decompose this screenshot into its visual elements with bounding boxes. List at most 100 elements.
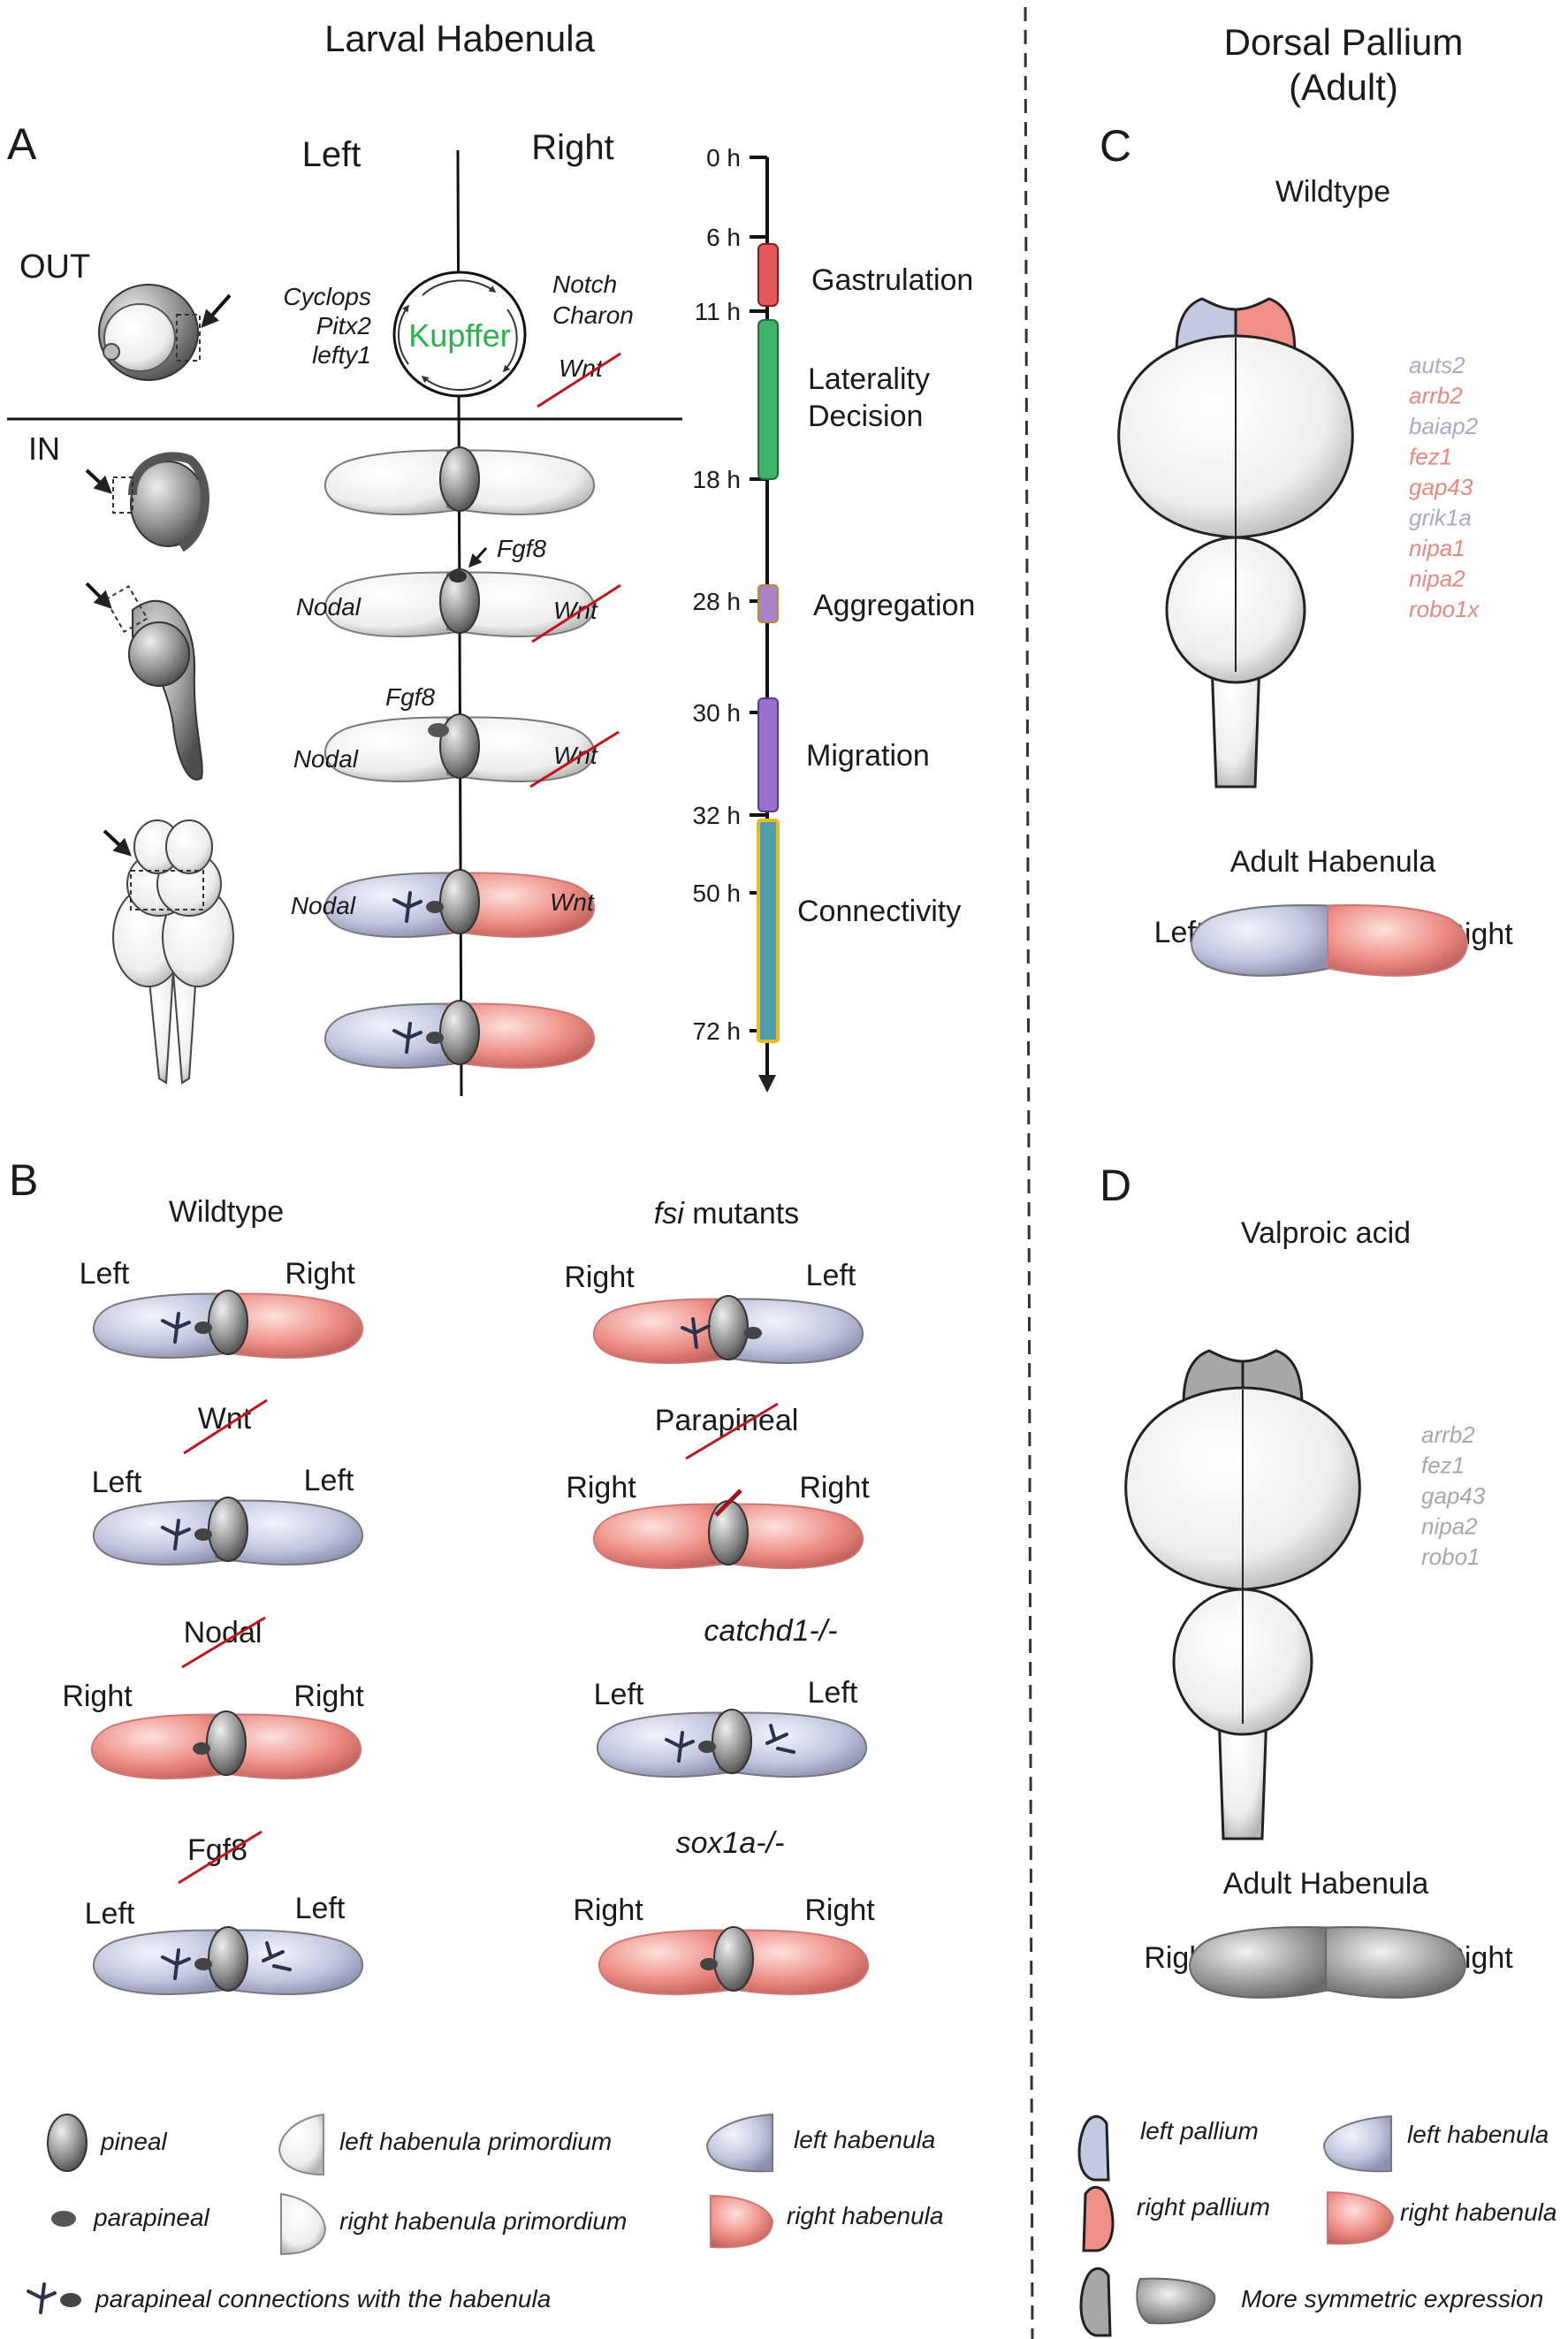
b-fgf8-left-1: Left — [85, 1897, 135, 1931]
legend-symmetric-habenula-icon — [1136, 2277, 1216, 2325]
legend-right-habenula: right habenula — [787, 2202, 943, 2229]
timeline-hour-label: 28 h — [693, 588, 742, 615]
b-parapineal-strike — [685, 1402, 779, 1460]
laterality-bar — [757, 319, 779, 480]
col-right-label: Right — [531, 128, 613, 167]
strike-mark — [537, 352, 621, 408]
c-gene-label: nipa1 — [1409, 535, 1465, 561]
nodal-label-50h: Nodal — [291, 892, 356, 919]
b-sox1a-right-1: Right — [573, 1893, 643, 1927]
fgf8-label-28h: Fgf8 — [497, 535, 546, 562]
legend-left-habenula-2-icon — [1322, 2114, 1392, 2173]
wnt-struck-30h: Wnt — [553, 742, 598, 769]
embryo-28h-icon — [85, 582, 203, 781]
b-fgf8-habenula — [92, 1926, 364, 1995]
dorsal-header-line1: Dorsal Pallium — [1224, 21, 1464, 63]
stage-18h-habenula — [323, 446, 596, 515]
laterality-label-2: Decision — [808, 400, 923, 433]
legend-right-habenula-2-icon — [1327, 2190, 1395, 2245]
d-gene-label: arrb2 — [1421, 1421, 1475, 1448]
b-fsi-rest: mutants — [684, 1197, 799, 1230]
stage-28h-habenula — [323, 568, 596, 637]
embryo-18h-icon — [85, 452, 209, 552]
fgf8-label-30h: Fgf8 — [385, 683, 435, 711]
dorsal-header-line2: (Adult) — [1289, 66, 1398, 108]
b-wildtype-title: Wildtype — [169, 1195, 284, 1229]
legend-right-primordium: right habenula primordium — [339, 2207, 627, 2235]
fgf8-pointer — [468, 546, 488, 568]
b-fgf8-title: Fgf8 — [187, 1833, 247, 1867]
vertical-divider — [1024, 6, 1034, 2339]
d-gene-label: robo1 — [1421, 1543, 1480, 1570]
panel-label-c: C — [1100, 121, 1131, 171]
kupffer-label: Kupffer — [408, 317, 510, 354]
c-gene-label: baiap2 — [1409, 413, 1479, 439]
panel-label-b: B — [9, 1155, 38, 1205]
legend-pineal: pineal — [100, 2128, 168, 2155]
connectivity-label: Connectivity — [797, 895, 961, 928]
b-fsi-italic: fsi — [654, 1197, 685, 1230]
legend-right-habenula-2: right habenula — [1400, 2198, 1557, 2226]
gastrulation-bar — [757, 243, 779, 307]
d-gene-label: gap43 — [1421, 1482, 1486, 1509]
legend-parapineal: parapineal — [93, 2204, 210, 2231]
b-wnt-title: Wnt — [198, 1402, 252, 1436]
b-fsi-title: fsi mutants — [654, 1197, 799, 1230]
b-sox1a-title: sox1a-/- — [676, 1826, 785, 1860]
b-nodal-habenula — [90, 1710, 362, 1779]
d-adult-habenula-title: Adult Habenula — [1223, 1867, 1429, 1901]
b-fsi-right: Right — [564, 1261, 635, 1294]
timeline: 0 h6 h11 h18 h28 h30 h32 h50 h72 h — [693, 144, 776, 1093]
migration-label: Migration — [806, 739, 930, 773]
stage-50h-habenula — [323, 869, 596, 938]
b-wnt-strike — [183, 1398, 268, 1455]
nodal-label-30h: Nodal — [293, 745, 359, 773]
strike-mark-28h — [531, 583, 621, 644]
d-title: Valproic acid — [1241, 1216, 1411, 1250]
legend-right-pallium-icon — [1082, 2185, 1115, 2252]
c-adult-habenula-title: Adult Habenula — [1230, 845, 1436, 879]
in-label: IN — [28, 430, 60, 467]
c-gene-label: nipa2 — [1409, 566, 1465, 592]
timeline-hour-label: 0 h — [706, 144, 741, 171]
d-adult-habenula — [1188, 1925, 1467, 1999]
b-fsi-habenula — [592, 1295, 864, 1364]
c-brain — [1117, 297, 1354, 789]
legend-left-pallium: left pallium — [1140, 2117, 1259, 2145]
c-gene-label: robo1x — [1409, 596, 1480, 622]
gastrulation-label: Gastrulation — [811, 263, 973, 297]
b-fgf8-strike — [178, 1830, 263, 1885]
legend-right-primordium-icon — [280, 2192, 327, 2256]
legend-left-primordium-icon — [278, 2113, 324, 2176]
b-wt-left: Left — [80, 1257, 130, 1291]
nodal-label-28h: Nodal — [296, 593, 362, 621]
kupffer-vesicle — [392, 270, 527, 398]
out-label: OUT — [19, 248, 90, 286]
b-parapineal-habenula — [592, 1489, 864, 1569]
legend-symmetric-pallium-icon — [1079, 2267, 1112, 2337]
timeline-hour-label: 50 h — [693, 880, 742, 907]
d-gene-label: fez1 — [1421, 1452, 1465, 1479]
wnt-struck-28h: Wnt — [553, 597, 598, 624]
d-brain — [1124, 1349, 1361, 1840]
timeline-hour-label: 30 h — [693, 699, 742, 727]
legend-symmetric: More symmetric expression — [1241, 2285, 1543, 2312]
b-catchd1-habenula — [596, 1709, 868, 1778]
laterality-label-1: Laterality — [808, 362, 930, 396]
c-gene-label: fez1 — [1409, 444, 1452, 470]
larva-dorsal-icon — [103, 819, 234, 1085]
stage-72h-habenula — [323, 1000, 596, 1069]
embryo-shield-icon — [98, 284, 232, 381]
b-catchd1-left-2: Left — [808, 1676, 858, 1710]
b-wnt-left-2: Left — [304, 1464, 354, 1497]
c-adult-habenula — [1190, 903, 1469, 977]
b-sox1a-right-2: Right — [804, 1893, 875, 1927]
c-gene-list: auts2arrb2baiap2fez1gap43grik1anipa1nipa… — [1409, 352, 1480, 622]
right-gene-1: Notch — [552, 270, 617, 298]
b-wt-right: Right — [285, 1257, 355, 1291]
legend-right-habenula-icon — [710, 2194, 774, 2249]
strike-mark-30h — [529, 730, 620, 789]
legend-pineal-icon — [47, 2114, 88, 2172]
